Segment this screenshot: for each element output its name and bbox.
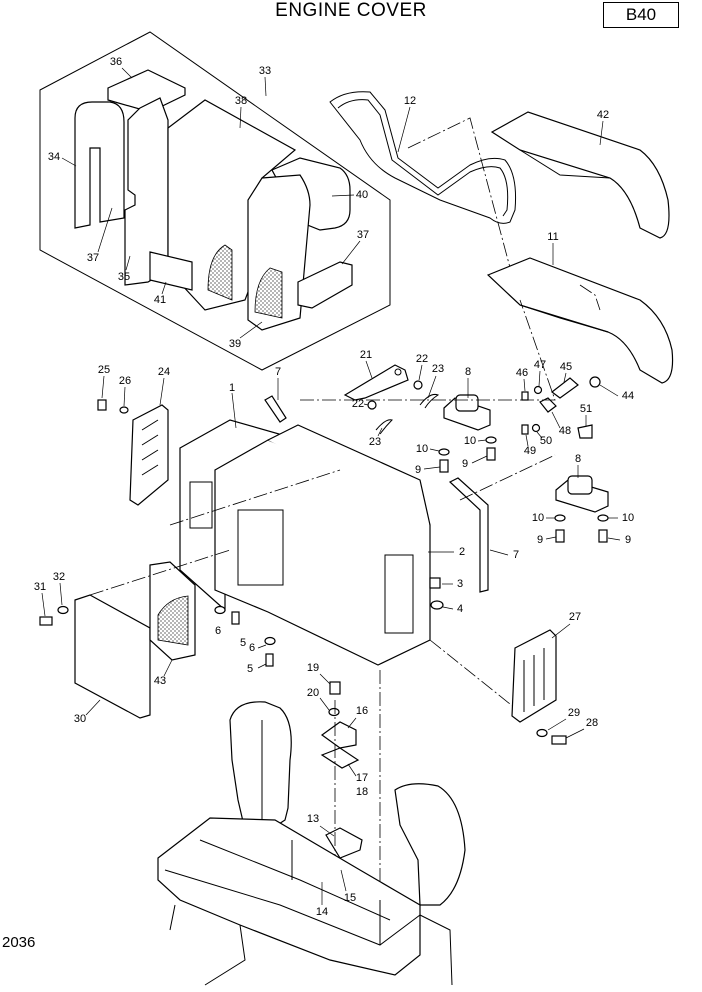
access-door xyxy=(39,549,231,719)
svg-text:29: 29 xyxy=(568,707,580,719)
svg-text:8: 8 xyxy=(465,366,471,378)
svg-text:16: 16 xyxy=(356,705,368,717)
svg-text:10: 10 xyxy=(464,435,476,447)
svg-text:21: 21 xyxy=(360,349,372,361)
part-callouts: 1 2 3 4 5 5 6 6 7 7 8 8 9 9 9 9 10 10 10… xyxy=(34,56,634,918)
svg-text:12: 12 xyxy=(404,95,416,107)
svg-text:39: 39 xyxy=(229,338,241,350)
grille-panels xyxy=(97,399,567,745)
svg-text:23: 23 xyxy=(369,436,381,448)
svg-text:6: 6 xyxy=(215,625,221,637)
side-panel-assembly xyxy=(169,419,521,945)
hood-cover-upper xyxy=(490,111,670,239)
svg-text:11: 11 xyxy=(547,231,558,243)
svg-text:28: 28 xyxy=(586,717,598,729)
svg-text:18: 18 xyxy=(356,786,368,798)
svg-text:14: 14 xyxy=(316,906,328,918)
svg-text:10: 10 xyxy=(622,512,634,524)
machine-frame xyxy=(157,701,466,986)
svg-text:19: 19 xyxy=(307,662,319,674)
svg-text:4: 4 xyxy=(457,603,463,615)
svg-text:24: 24 xyxy=(158,366,170,378)
svg-text:45: 45 xyxy=(560,361,572,373)
mounting-bracket xyxy=(313,681,363,883)
svg-text:9: 9 xyxy=(625,534,631,546)
svg-text:23: 23 xyxy=(432,363,444,375)
svg-text:43: 43 xyxy=(154,675,166,687)
svg-text:44: 44 xyxy=(622,390,634,402)
svg-text:10: 10 xyxy=(532,512,544,524)
svg-text:41: 41 xyxy=(154,294,166,306)
svg-text:7: 7 xyxy=(275,366,281,378)
svg-text:51: 51 xyxy=(580,403,592,415)
svg-text:47: 47 xyxy=(534,359,546,371)
svg-text:46: 46 xyxy=(516,367,528,379)
svg-text:10: 10 xyxy=(416,443,428,455)
svg-text:3: 3 xyxy=(457,578,463,590)
svg-text:8: 8 xyxy=(575,453,581,465)
svg-text:5: 5 xyxy=(247,663,253,675)
svg-text:9: 9 xyxy=(462,458,468,470)
svg-text:34: 34 xyxy=(48,151,60,163)
hood-cover-lower xyxy=(486,257,674,384)
svg-text:48: 48 xyxy=(559,425,571,437)
svg-text:1: 1 xyxy=(229,382,235,394)
svg-text:49: 49 xyxy=(524,445,536,457)
svg-text:2: 2 xyxy=(459,546,465,558)
svg-text:25: 25 xyxy=(98,364,110,376)
svg-text:30: 30 xyxy=(74,713,86,725)
svg-text:42: 42 xyxy=(597,109,609,121)
svg-text:5: 5 xyxy=(240,637,246,649)
svg-text:6: 6 xyxy=(249,642,255,654)
svg-text:27: 27 xyxy=(569,611,581,623)
svg-text:22: 22 xyxy=(416,353,428,365)
seal-strip xyxy=(329,91,521,306)
svg-text:33: 33 xyxy=(259,65,271,77)
svg-text:20: 20 xyxy=(307,687,319,699)
svg-text:38: 38 xyxy=(235,95,247,107)
sheet-number: 2036 xyxy=(2,934,36,951)
svg-text:31: 31 xyxy=(34,581,46,593)
svg-text:13: 13 xyxy=(307,813,319,825)
svg-text:26: 26 xyxy=(119,375,131,387)
svg-text:35: 35 xyxy=(118,271,130,283)
svg-text:37: 37 xyxy=(87,252,99,264)
diagram-title: ENGINE COVER xyxy=(275,0,427,21)
svg-text:7: 7 xyxy=(513,549,519,561)
svg-text:32: 32 xyxy=(53,571,65,583)
svg-text:50: 50 xyxy=(540,435,552,447)
page-code-badge: B40 xyxy=(603,2,679,28)
svg-text:15: 15 xyxy=(344,892,356,904)
svg-text:17: 17 xyxy=(356,772,368,784)
insulation-kit-panel xyxy=(39,31,391,371)
svg-text:22: 22 xyxy=(352,398,364,410)
svg-text:40: 40 xyxy=(356,189,368,201)
svg-text:36: 36 xyxy=(110,56,122,68)
svg-text:9: 9 xyxy=(537,534,543,546)
hinge-hardware xyxy=(264,299,609,593)
svg-text:37: 37 xyxy=(357,229,369,241)
svg-text:9: 9 xyxy=(415,464,421,476)
